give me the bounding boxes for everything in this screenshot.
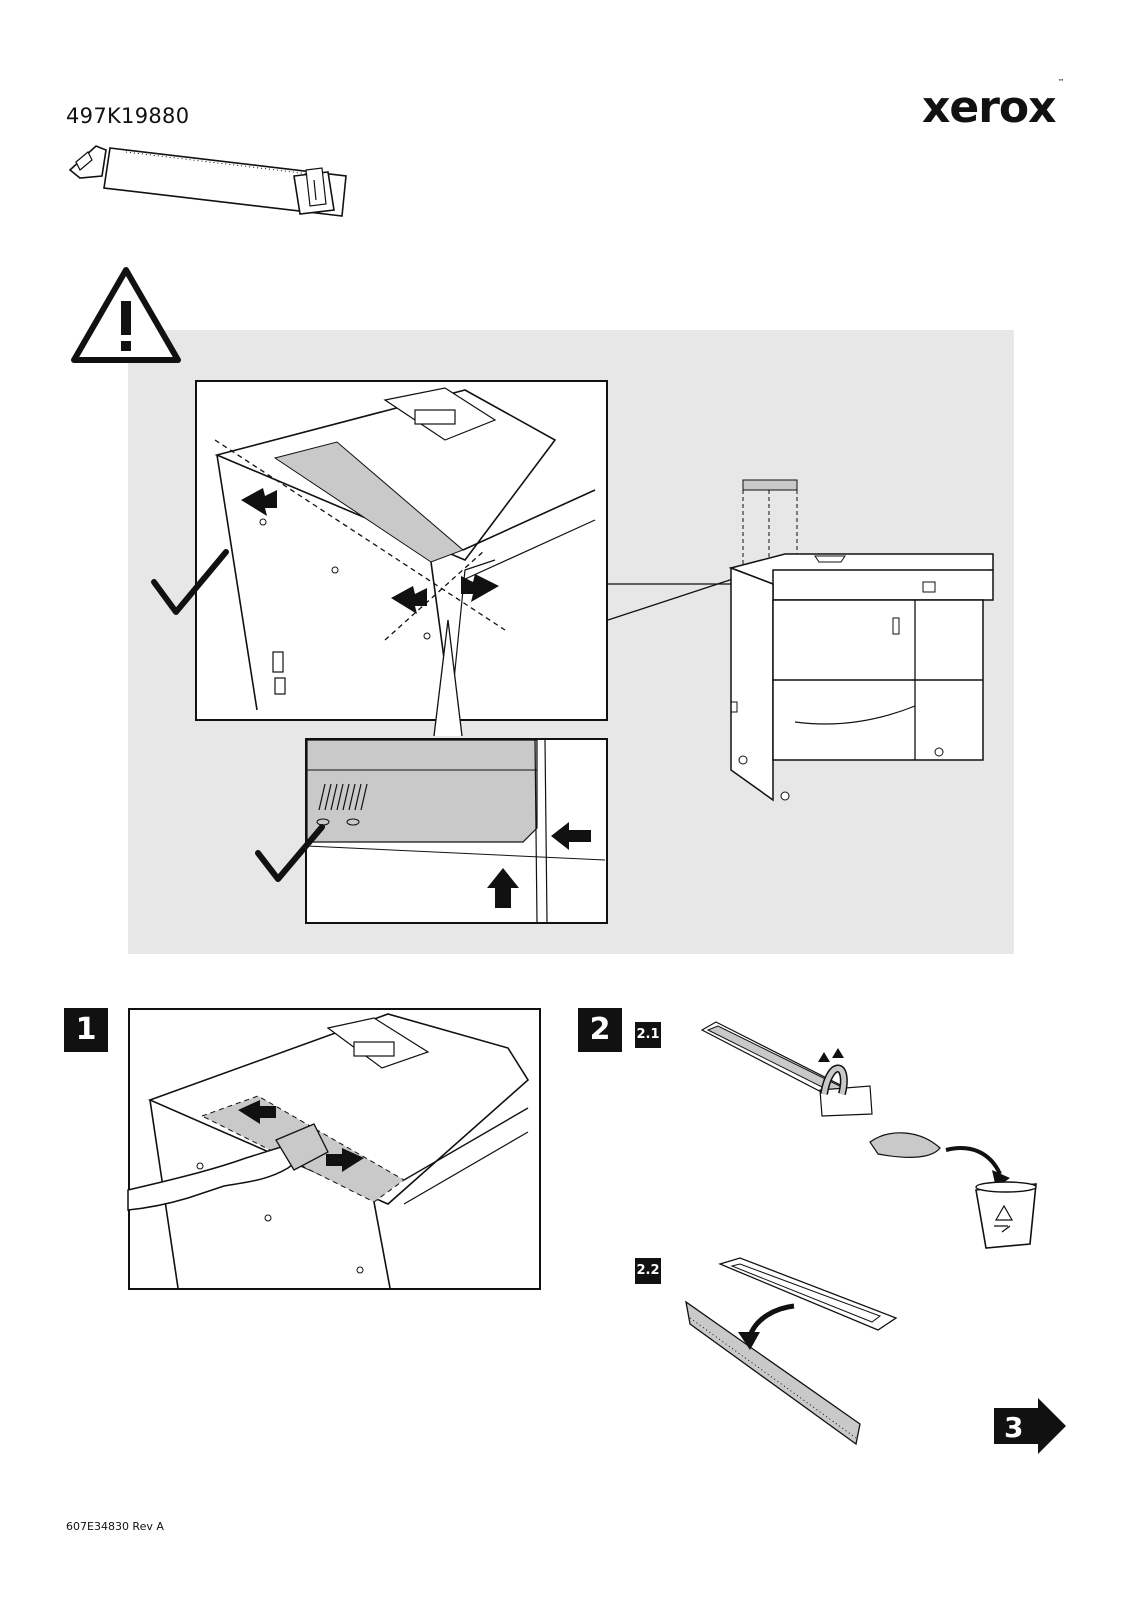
seal-edge-detail-drawing: [305, 738, 608, 924]
printer-overview-drawing: [725, 470, 995, 820]
substep-2-1-badge: 2.1: [635, 1022, 661, 1048]
part-number: 497K19880: [66, 104, 189, 128]
seal-strip-kit-illustration: [66, 140, 356, 230]
brand-name: xerox: [922, 82, 1056, 133]
next-step-label: 3: [1004, 1411, 1023, 1444]
next-page-arrow-icon: 3: [992, 1396, 1068, 1456]
step-2-2-apply-seal-drawing: [676, 1258, 926, 1448]
checkmark-icon: [150, 548, 230, 618]
substep-2-2-badge: 2.2: [635, 1258, 661, 1284]
warning-triangle-icon: [70, 265, 182, 365]
detail-callout-lines: [430, 560, 760, 740]
trademark-symbol: ™: [1058, 78, 1064, 86]
step-1-badge: 1: [64, 1008, 108, 1052]
recycle-bin-icon: [972, 1180, 1040, 1250]
step-2-badge: 2: [578, 1008, 622, 1052]
document-number: 607E34830 Rev A: [66, 1520, 164, 1533]
checkmark-icon: [254, 823, 326, 885]
step-1-clean-surface-drawing: [128, 1008, 541, 1290]
